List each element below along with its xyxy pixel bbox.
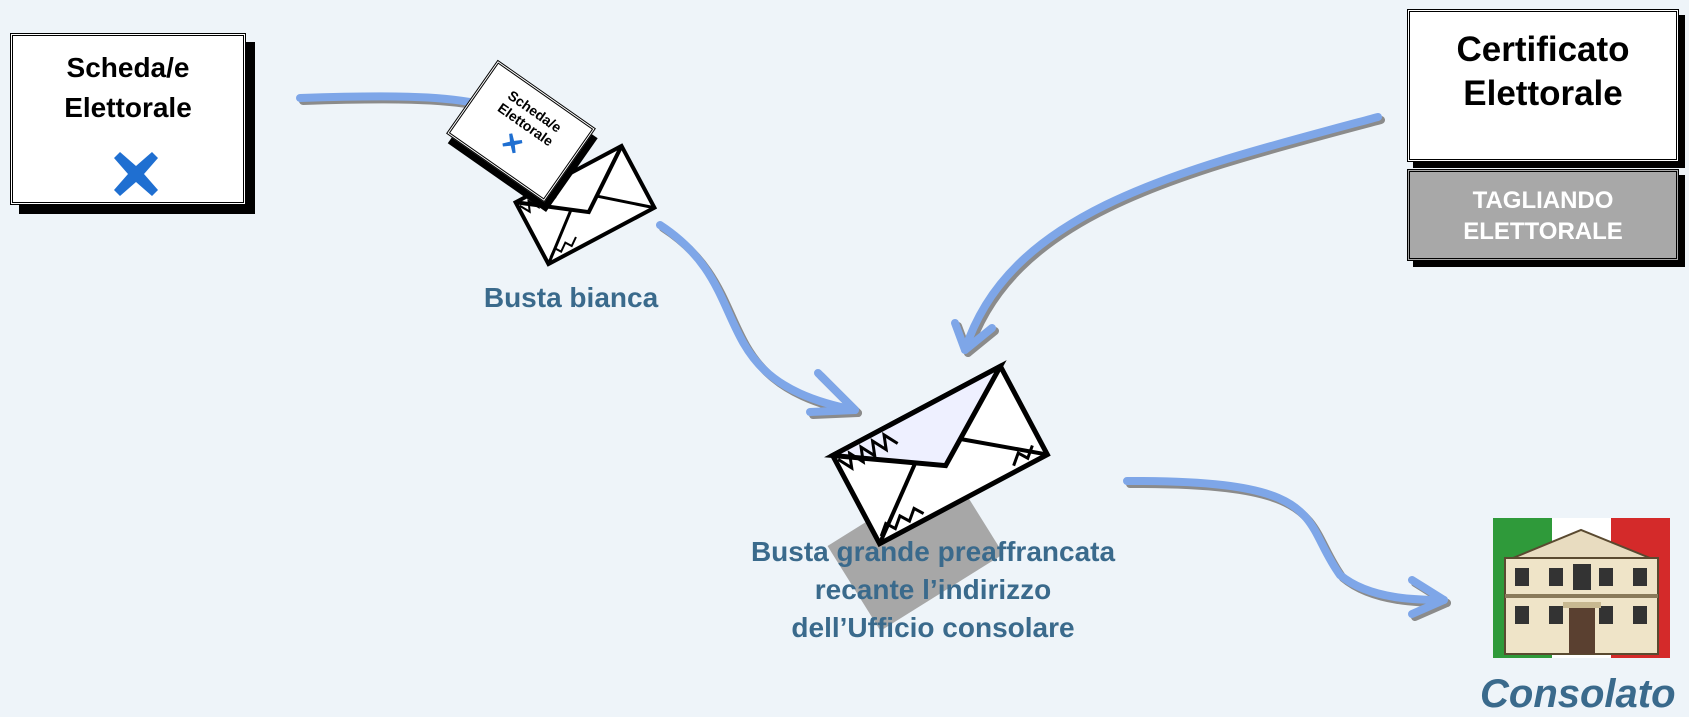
tagliando-elettorale-box: TAGLIANDO ELETTORALE: [1407, 169, 1679, 261]
consolato-label: Consolato: [1480, 672, 1676, 716]
arrow-scheda-to-busta-bianca: [296, 92, 479, 107]
vote-cross-icon: [114, 152, 158, 196]
certificato-line1: Certificato: [1456, 30, 1630, 69]
certificato-elettorale-box: Certificato Elettorale: [1407, 9, 1679, 162]
mini-scheda-card: Scheda/e Elettorale: [446, 59, 596, 203]
busta-grande-line2: recante l’indirizzo: [814, 574, 1052, 605]
scheda-title: Scheda/e Elettorale: [13, 48, 243, 128]
certificato-line2: Elettorale: [1463, 74, 1623, 113]
large-envelope-icon: [824, 360, 1051, 548]
busta-grande-line3: dell’Ufficio consolare: [791, 612, 1075, 643]
busta-grande-label: Busta grande preaffrancata recante l’ind…: [700, 533, 1166, 647]
scheda-title-line1: Scheda/e: [66, 52, 190, 83]
scheda-elettorale-box: Scheda/e Elettorale: [10, 33, 246, 205]
small-envelope-icon: [512, 143, 658, 267]
arrow-certificato-to-busta-grande: [961, 113, 1382, 354]
tagliando-line2: ELETTORALE: [1463, 218, 1623, 245]
tagliando-line1: TAGLIANDO: [1472, 187, 1614, 214]
arrow-head-consolato: [1408, 576, 1448, 618]
busta-grande-line1: Busta grande preaffrancata: [750, 536, 1116, 567]
arrow-busta-grande-to-consolato: [1123, 476, 1448, 604]
arrow-head-certificato: [951, 319, 996, 354]
mini-vote-cross-icon: [502, 133, 523, 154]
busta-bianca-label: Busta bianca: [483, 282, 659, 313]
consolato-building-icon: [1493, 518, 1670, 658]
scheda-title-line2: Elettorale: [64, 92, 192, 123]
arrow-busta-bianca-to-busta-grande: [656, 221, 859, 414]
arrow-head-busta-grande: [806, 369, 859, 416]
